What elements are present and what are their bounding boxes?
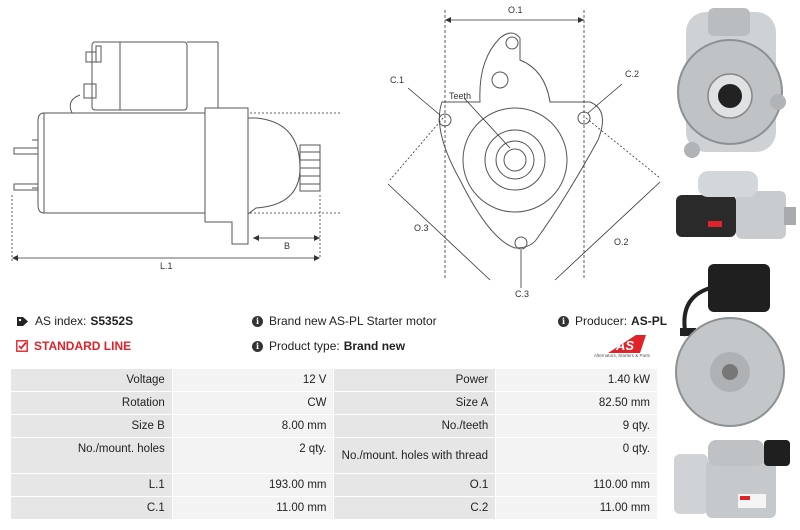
photo-side-view[interactable] (668, 165, 800, 245)
spec-value: 8.00 mm (171, 414, 335, 438)
spec-label: O.1 (333, 473, 497, 497)
photo-rear-view[interactable] (668, 258, 800, 430)
dim-label-o1: O.1 (508, 5, 523, 15)
dim-label-b: B (284, 241, 290, 251)
spec-value: 0 qty. (495, 437, 658, 474)
photo-angled-view[interactable] (668, 434, 800, 528)
producer-label: Producer: (575, 314, 628, 328)
photo-front-view[interactable] (668, 2, 800, 162)
as-index-value: S5352S (90, 314, 134, 328)
standard-line: STANDARD LINE (16, 339, 131, 353)
logo-text: AS (615, 338, 634, 353)
dim-label-c2: C.2 (625, 69, 639, 79)
dim-label-teeth: Teeth (449, 91, 471, 101)
table-row: Rotation CW Size A 82.50 mm (10, 391, 658, 415)
checkbox-checked-icon (16, 340, 28, 352)
info-icon: i (252, 315, 263, 327)
spec-value: 193.00 mm (171, 473, 335, 497)
spec-value: 82.50 mm (495, 391, 658, 415)
spec-value: 1.40 kW (495, 368, 658, 392)
dim-label-o3: O.3 (414, 223, 429, 233)
info-row-1: AS index: S5352S i Brand new AS-PL Start… (0, 310, 667, 332)
producer-value: AS-PL (631, 314, 668, 328)
table-row: No./mount. holes 2 qty. No./mount. holes… (10, 437, 658, 474)
product-type-value: Brand new (343, 339, 406, 353)
spec-value: 11.00 mm (495, 496, 658, 520)
spec-value: 2 qty. (171, 437, 335, 474)
table-row: L.1 193.00 mm O.1 110.00 mm (10, 473, 658, 497)
dim-label-c3: C.3 (515, 289, 529, 299)
spec-label: Rotation (10, 391, 173, 415)
info-icon: i (252, 340, 263, 352)
spec-value: 11.00 mm (171, 496, 335, 520)
spec-label: C.1 (10, 496, 173, 520)
description-text: Brand new AS-PL Starter motor (269, 314, 437, 328)
product-type-label: Product type: (269, 339, 340, 353)
table-row: Size B 8.00 mm No./teeth 9 qty. (10, 414, 658, 438)
dim-label-c1: C.1 (390, 75, 404, 85)
front-view-drawing: O.1 C.1 C.2 Teeth O.3 O.2 C.3 (387, 5, 661, 299)
info-row-2: STANDARD LINE i Product type: Brand new (0, 335, 665, 357)
product-type: i Product type: Brand new (252, 339, 405, 353)
description: i Brand new AS-PL Starter motor (252, 314, 437, 328)
spec-label: No./mount. holes (10, 437, 173, 474)
spec-label: Size B (10, 414, 173, 438)
spec-label: No./teeth (333, 414, 497, 438)
table-row: Voltage 12 V Power 1.40 kW (10, 368, 658, 392)
spec-label: L.1 (10, 473, 173, 497)
dim-label-o2: O.2 (614, 237, 629, 247)
dim-label-l1: L.1 (160, 261, 173, 271)
spec-value: 9 qty. (495, 414, 658, 438)
as-index: AS index: S5352S (16, 314, 133, 328)
side-view-drawing: A B L.1 (11, 41, 340, 271)
spec-value: 110.00 mm (495, 473, 658, 497)
as-pl-logo: AS (608, 335, 646, 353)
table-row: C.1 11.00 mm C.2 11.00 mm (10, 496, 658, 520)
tag-icon (17, 316, 28, 326)
spec-label: No./mount. holes with thread (333, 437, 497, 474)
specs-table: Voltage 12 V Power 1.40 kW Rotation CW S… (10, 368, 658, 520)
spec-label: Voltage (10, 368, 173, 392)
logo-subtitle: Alternators, Starters & Parts (594, 353, 651, 358)
spec-label: Size A (333, 391, 497, 415)
producer: i Producer: AS-PL (558, 314, 667, 328)
product-photos (668, 0, 800, 530)
as-index-label: AS index: (35, 314, 87, 328)
standard-line-label: STANDARD LINE (34, 339, 132, 353)
spec-label: C.2 (333, 496, 497, 520)
info-icon: i (558, 315, 569, 327)
spec-value: CW (171, 391, 335, 415)
spec-label: Power (333, 368, 497, 392)
spec-value: 12 V (171, 368, 335, 392)
